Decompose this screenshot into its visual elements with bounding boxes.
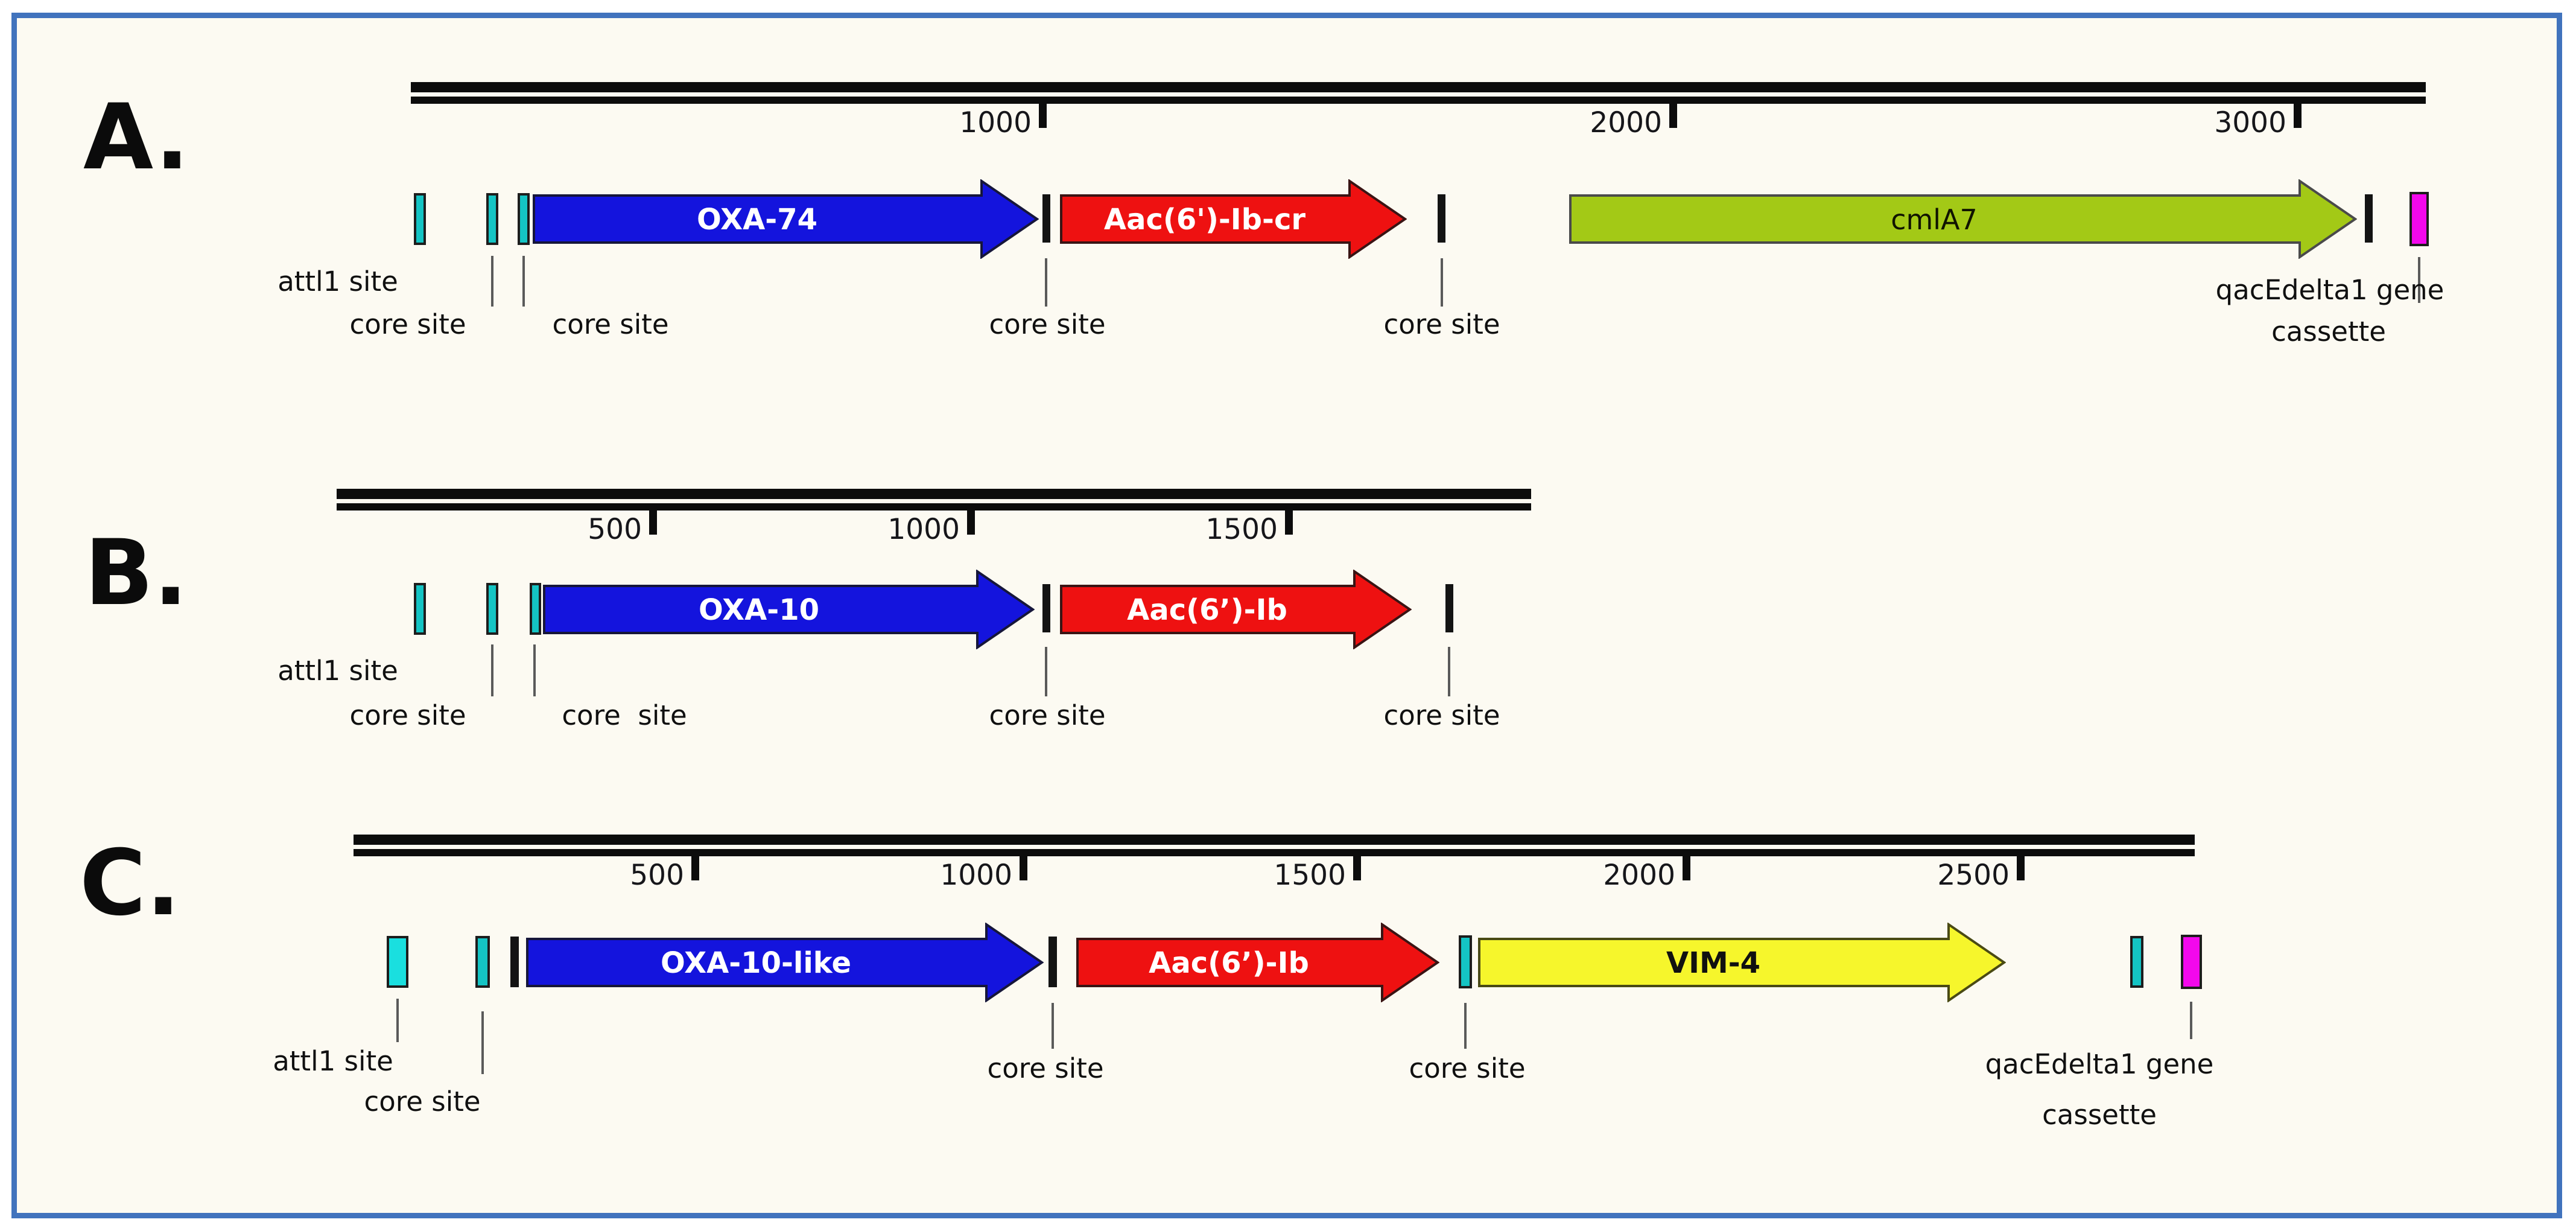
panel-c-end-core-site-bar xyxy=(2130,936,2143,988)
panel-c-core-label-3: core site xyxy=(1409,1052,1526,1084)
panel-a-core-label-4: core site xyxy=(1383,308,1500,340)
panel-c-ruler-number: 2500 xyxy=(1937,859,2010,892)
panel-b-attl1-site-bar xyxy=(414,583,426,635)
panel-a-leader-core2 xyxy=(522,256,525,307)
panel-c-gene-arrow-oxa10like xyxy=(526,923,1044,1002)
panel-b-attl1-label: attl1 site xyxy=(278,655,398,687)
panel-c-ruler-tick-2500 xyxy=(2017,853,2025,880)
panel-a-gene-label-oxa74: OXA-74 xyxy=(697,203,817,237)
panel-b-ruler-tick-1500 xyxy=(1285,507,1293,535)
panel-b-core-site-bar-1 xyxy=(486,583,498,635)
panel-c-ruler-tick-1000 xyxy=(1020,853,1027,880)
panel-b-label: B. xyxy=(84,521,188,626)
panel-c-core-site-bar-2 xyxy=(1459,935,1472,988)
panel-c-cassette-label-line2: cassette xyxy=(2042,1099,2157,1131)
panel-b-ruler-number: 1000 xyxy=(887,513,960,546)
panel-c-gene-label-aac6ib: Aac(6’)-Ib xyxy=(1149,946,1309,980)
panel-b-leader-core1 xyxy=(491,644,493,696)
panel-c-attl1-label: attl1 site xyxy=(273,1045,393,1077)
panel-c-start-tick xyxy=(510,937,519,987)
panel-a-gene-arrow-cmla7 xyxy=(1569,179,2357,259)
panel-b-core-site-bar-2 xyxy=(530,583,541,635)
panel-a-leader-core4 xyxy=(1441,258,1443,307)
panel-a-core-label-1: core site xyxy=(349,308,466,340)
panel-a-core-label-3: core site xyxy=(989,308,1106,340)
panel-b-leader-core3 xyxy=(1045,647,1047,696)
panel-c-ruler-tick-2000 xyxy=(1683,853,1690,880)
panel-c-gene-label-oxa10like: OXA-10-like xyxy=(661,946,851,980)
panel-a-ruler-line-bottom xyxy=(411,97,2426,104)
panel-c-attl1-site-bar xyxy=(387,936,408,988)
panel-b-core-label-3: core site xyxy=(989,699,1106,731)
panel-a-ruler-line-top xyxy=(411,82,2426,92)
panel-a-core-tick-1 xyxy=(1042,194,1050,243)
panel-c-ruler-number: 1500 xyxy=(1274,859,1346,892)
panel-c-ruler-number: 500 xyxy=(630,859,684,892)
panel-b-gene-arrow-oxa10 xyxy=(543,570,1035,649)
panel-c-gene-arrow-vim4 xyxy=(1478,923,2006,1002)
panel-a-ruler-tick-1000 xyxy=(1039,100,1047,128)
panel-c-ruler-number: 1000 xyxy=(940,859,1012,892)
panel-b-leader-core2 xyxy=(533,644,536,696)
panel-a-end-tick xyxy=(2365,194,2373,243)
panel-b-core-tick-1 xyxy=(1042,584,1050,632)
panel-a-qacedelta1-bar xyxy=(2409,192,2429,246)
panel-b-end-tick xyxy=(1445,584,1453,632)
panel-a-core-label-2: core site xyxy=(552,308,669,340)
panel-a-gene-arrow-aac6ibcr xyxy=(1060,179,1407,259)
panel-a-gene-arrow-oxa74 xyxy=(533,179,1039,259)
panel-c-core-site-bar-1 xyxy=(475,936,490,988)
panel-c-gene-label-vim4: VIM-4 xyxy=(1666,946,1761,980)
panel-a-gene-label-aac6ibcr: Aac(6')-Ib-cr xyxy=(1103,203,1306,237)
panel-c-ruler-tick-1500 xyxy=(1353,853,1361,880)
panel-a-leader-core3 xyxy=(1045,258,1047,307)
panel-c-core-label-2: core site xyxy=(987,1052,1104,1084)
panel-c-leader-attl1 xyxy=(396,999,399,1042)
panel-a-leader-qace xyxy=(2418,257,2420,303)
panel-c-label: C. xyxy=(80,831,181,936)
panel-b-ruler-number: 500 xyxy=(588,513,642,546)
panel-c-ruler-line-top xyxy=(354,835,2195,845)
panel-b-ruler-tick-1000 xyxy=(967,507,975,535)
panel-a-ruler-tick-2000 xyxy=(1669,100,1677,128)
panel-b-gene-label-oxa10: OXA-10 xyxy=(699,593,819,627)
panel-a-ruler-number: 1000 xyxy=(959,106,1032,139)
panel-b-core-label-2: core site xyxy=(562,699,687,731)
panel-c-ruler-line-bottom xyxy=(354,849,2195,856)
panel-c-cassette-label-line1: qacEdelta1 gene xyxy=(1985,1048,2214,1080)
panel-a-ruler-number: 3000 xyxy=(2214,106,2286,139)
panel-a-ruler-tick-3000 xyxy=(2294,100,2302,128)
panel-c-gene-arrow-aac6ib xyxy=(1076,923,1439,1002)
panel-a-attl1-label: attl1 site xyxy=(278,266,398,297)
panel-a-cassette-label-line1: qacEdelta1 gene xyxy=(2215,274,2444,306)
panel-a-label: A. xyxy=(83,85,189,190)
panel-a-cassette-label-line2: cassette xyxy=(2271,316,2386,348)
panel-c-leader-core1 xyxy=(481,1011,484,1074)
panel-c-ruler-number: 2000 xyxy=(1603,859,1675,892)
panel-a-attl1-site-bar xyxy=(414,193,426,245)
panel-b-gene-arrow-aac6ib xyxy=(1060,570,1412,649)
panel-a-gene-label-cmla7: cmlA7 xyxy=(1891,203,1978,236)
panel-c-leader-qace xyxy=(2190,1002,2192,1039)
panel-c-core-label-1: core site xyxy=(364,1086,481,1118)
panel-b-core-label-1: core site xyxy=(349,699,466,731)
panel-b-gene-label-aac6ib: Aac(6’)-Ib xyxy=(1127,593,1287,627)
panel-c-qacedelta1-bar xyxy=(2181,935,2202,989)
panel-a-ruler-number: 2000 xyxy=(1590,106,1662,139)
panel-a-core-site-bar-1 xyxy=(486,193,498,245)
panel-c-leader-core2 xyxy=(1052,1003,1054,1049)
panel-b-leader-core4 xyxy=(1448,647,1450,696)
panel-a-core-tick-2 xyxy=(1438,194,1445,243)
panel-c-core-tick-1 xyxy=(1048,937,1057,987)
panel-c-leader-core3 xyxy=(1464,1003,1467,1049)
panel-b-core-label-4: core site xyxy=(1383,699,1500,731)
panel-b-ruler-line-bottom xyxy=(337,503,1531,511)
panel-b-ruler-line-top xyxy=(337,489,1531,499)
panel-a-leader-core1 xyxy=(491,256,493,307)
panel-c-ruler-tick-500 xyxy=(691,853,699,880)
panel-b-ruler-number: 1500 xyxy=(1205,513,1278,546)
panel-a-core-site-bar-2 xyxy=(518,193,530,245)
panel-b-ruler-tick-500 xyxy=(649,507,657,535)
